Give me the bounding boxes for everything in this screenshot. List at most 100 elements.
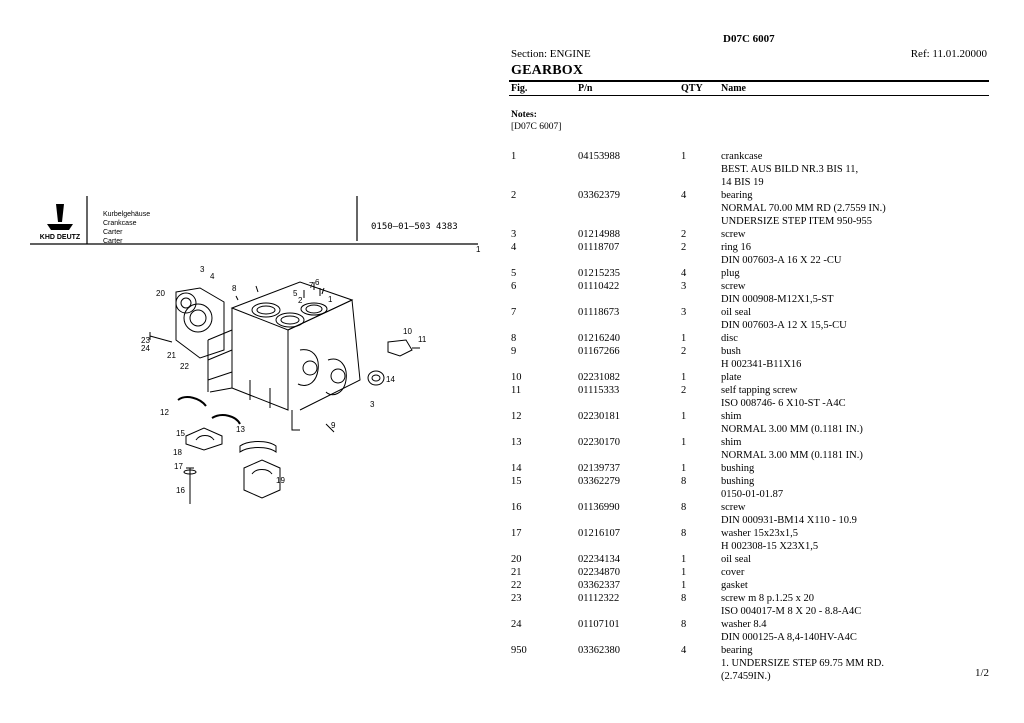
fig-number: 7 [511, 307, 517, 318]
part-number: 02230170 [578, 437, 620, 448]
part-spec-line: DIN 000125-A 8,4-140HV-A4C [721, 632, 857, 643]
part-name-line: washer 15x23x1,5 [721, 528, 798, 539]
part-spec-line: H 002341-B11X16 [721, 359, 802, 370]
part-number: 01112322 [578, 593, 620, 604]
part-number: 01115333 [578, 385, 620, 396]
quantity: 3 [681, 281, 687, 292]
reference-label: Ref: 11.01.20000 [910, 48, 987, 60]
part-name-line: shim [721, 411, 742, 422]
part-name: plug [721, 267, 989, 280]
fig-number: 21 [511, 567, 522, 578]
fig-number: 13 [511, 437, 522, 448]
callout-11: 11 [418, 335, 427, 344]
quantity: 4 [681, 645, 687, 656]
fig-number: 23 [511, 593, 522, 604]
part-name-line: screw [721, 229, 746, 240]
part-name: oil seal [721, 553, 989, 566]
document-title: D07C 6007 [723, 33, 775, 45]
part-name-line: bushing [721, 476, 755, 487]
part-name-line: disc [721, 333, 738, 344]
callout-17: 17 [174, 462, 183, 471]
part-name: plate [721, 371, 989, 384]
part-name-line: bearing [721, 645, 753, 656]
col-header-qty: QTY [681, 83, 703, 94]
quantity: 8 [681, 476, 687, 487]
quantity: 1 [681, 372, 687, 383]
callout-2: 2 [298, 296, 303, 305]
part-name: cover [721, 566, 989, 579]
page-number: 1/2 [974, 667, 989, 679]
part-spec-line: DIN 007603-A 12 X 15,5-CU [721, 320, 847, 331]
part-name-line: self tapping screw [721, 385, 798, 396]
part-spec-line: 14 BIS 19 [721, 177, 764, 188]
part-number: 02231082 [578, 372, 620, 383]
callout-19: 19 [276, 476, 285, 485]
part-number: 02234134 [578, 554, 620, 565]
section-label: Section: ENGINE [511, 48, 591, 60]
callout-9: 9 [331, 421, 336, 430]
part-spec-line: DIN 000931-BM14 X110 - 10.9 [721, 515, 857, 526]
quantity: 2 [681, 346, 687, 357]
part-spec-line: ISO 004017-M 8 X 20 - 8.8-A4C [721, 606, 862, 617]
fig-number: 14 [511, 463, 522, 474]
fig-number: 12 [511, 411, 522, 422]
fig-number: 5 [511, 268, 517, 279]
part-spec-line: 0150-01-01.87 [721, 489, 784, 500]
part-spec-line: NORMAL 70.00 MM RD (2.7559 IN.) [721, 203, 886, 214]
quantity: 1 [681, 151, 687, 162]
part-number: 01110422 [578, 281, 620, 292]
callout-1: 1 [328, 295, 333, 304]
group-title: GEARBOX [511, 63, 584, 78]
part-name: bushing [721, 462, 989, 475]
part-spec-line: H 002308-15 X23X1,5 [721, 541, 819, 552]
svg-text:KHD DEUTZ: KHD DEUTZ [40, 234, 81, 241]
fig-number: 8 [511, 333, 517, 344]
part-name: washer 15x23x1,5 H 002308-15 X23X1,5 [721, 527, 989, 553]
quantity: 1 [681, 554, 687, 565]
part-name-line: bush [721, 346, 741, 357]
quantity: 2 [681, 229, 687, 240]
part-name-line: screw [721, 281, 746, 292]
header-rule-bottom [509, 95, 989, 96]
callout-4: 4 [210, 272, 215, 281]
part-number: 01215235 [578, 268, 620, 279]
part-number: 01118707 [578, 242, 620, 253]
part-spec-line: NORMAL 3.00 MM (0.1181 IN.) [721, 450, 863, 461]
callout-22: 22 [180, 362, 189, 371]
callout-24: 24 [141, 344, 150, 353]
part-name: disc [721, 332, 989, 345]
part-name: gasket [721, 579, 989, 592]
fig-number: 17 [511, 528, 522, 539]
header-rule [509, 80, 989, 82]
fig-number: 15 [511, 476, 522, 487]
notes-title: Notes: [511, 110, 537, 120]
callout-14: 14 [386, 375, 395, 384]
part-name-line: ring 16 [721, 242, 752, 253]
part-number: 01216240 [578, 333, 620, 344]
callout-21: 21 [167, 351, 176, 360]
part-name: bushing 0150-01-01.87 [721, 475, 989, 501]
quantity: 8 [681, 619, 687, 630]
callout-7: 7 [309, 281, 314, 290]
part-name: screw [721, 228, 989, 241]
quantity: 1 [681, 567, 687, 578]
part-name-line: gasket [721, 580, 748, 591]
part-number: 01167266 [578, 346, 620, 357]
fig-number: 24 [511, 619, 522, 630]
quantity: 1 [681, 411, 687, 422]
